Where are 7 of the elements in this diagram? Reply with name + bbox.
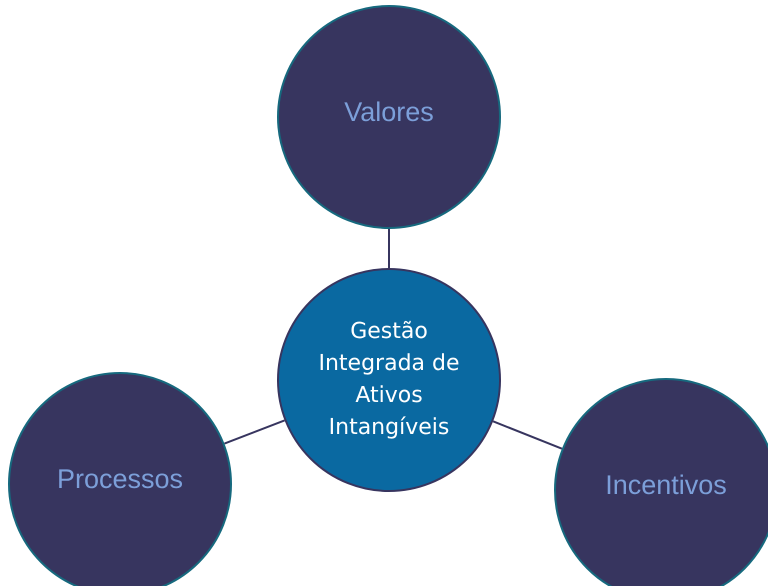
- circle-label: Valores: [344, 96, 434, 128]
- connector-line: [388, 229, 390, 268]
- circle-label: Processos: [56, 462, 184, 496]
- connector-line: [224, 419, 285, 445]
- circle-label: Gestão Integrada de Ativos Intangíveis: [317, 318, 461, 442]
- circle-label: Incentivos: [605, 468, 727, 502]
- connector-line: [492, 420, 562, 450]
